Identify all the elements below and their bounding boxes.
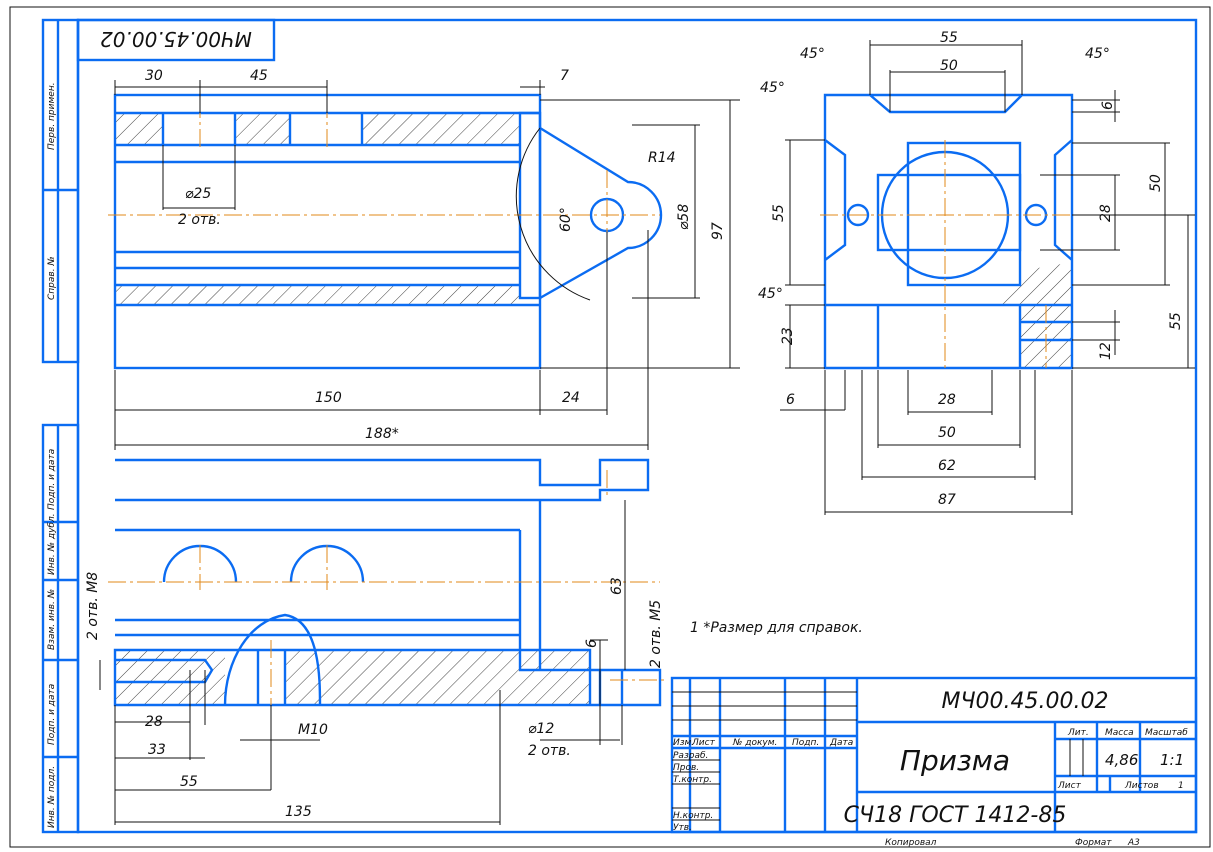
dim-55-top: 55 xyxy=(940,30,958,46)
dim-6: 6 xyxy=(1100,101,1116,110)
lit-label: Лит. xyxy=(1067,728,1089,738)
dim-45deg: 45° xyxy=(758,286,783,302)
mass-label: Масса xyxy=(1105,728,1134,738)
dim-6-bottom: 6 xyxy=(786,392,795,408)
dim-50-bottom: 50 xyxy=(938,425,956,441)
scale-value: 1:1 xyxy=(1160,751,1184,769)
dim-45: 45 xyxy=(250,68,268,84)
dim-28: 28 xyxy=(145,714,163,730)
dim-62: 62 xyxy=(938,458,956,474)
header-izm: Изм. xyxy=(673,738,694,748)
sheets-count: 1 xyxy=(1178,781,1184,791)
row-label: Т.контр. xyxy=(673,775,712,785)
designation: МЧ00.45.00.02 xyxy=(941,689,1108,714)
dim-63: 63 xyxy=(609,577,625,595)
header-list: Лист xyxy=(691,738,716,748)
header-sign: Подп. xyxy=(792,738,819,748)
material: СЧ18 ГОСТ 1412-85 xyxy=(844,803,1067,828)
sheet-label: Лист xyxy=(1057,781,1082,791)
dim-6: 6 xyxy=(584,639,600,648)
dim-m5: 2 отв. М5 xyxy=(648,600,664,668)
row-label: Н.контр. xyxy=(673,811,713,821)
sheet-border xyxy=(9,6,1211,848)
dim-97: 97 xyxy=(710,222,726,240)
dim-r14: R14 xyxy=(648,150,676,166)
plan-view: 2 отв. М8 63 2 отв. М5 6 28 33 55 135 М1… xyxy=(85,458,665,825)
side-label: Подп. и дата xyxy=(47,684,57,745)
side-label: Инв. № подл. xyxy=(47,766,57,828)
dim-55-left: 55 xyxy=(771,204,787,222)
front-view: 30 45 7 ⌀25 2 отв. R14 60° ⌀58 97 150 24… xyxy=(108,68,740,450)
row-label: Разраб. xyxy=(673,751,708,761)
side-label: Инв. № дубл. xyxy=(47,513,57,575)
dim-28-bottom: 28 xyxy=(938,392,956,408)
side-stamps: Перв. примен. Справ. № Подп. и дата Инв.… xyxy=(41,18,80,834)
technical-note: 1 *Размер для справок. xyxy=(690,620,863,636)
dim-holes: 2 отв. xyxy=(178,212,221,228)
part-name: Призма xyxy=(900,744,1010,777)
side-label: Взам. инв. № xyxy=(47,589,57,650)
dim-55: 55 xyxy=(180,774,198,790)
row-label: Утв. xyxy=(673,823,692,833)
format-label: Формат xyxy=(1075,838,1112,848)
dim-holes: 2 отв. xyxy=(528,743,571,759)
dim-24: 24 xyxy=(562,390,580,406)
dim-150: 150 xyxy=(315,390,342,406)
dim-45deg: 45° xyxy=(760,80,785,96)
sheets-label: Листов xyxy=(1124,781,1159,791)
title-block: МЧ00.45.00.02 Призма СЧ18 ГОСТ 1412-85 И… xyxy=(670,676,1198,834)
scale-label: Масштаб xyxy=(1145,728,1188,738)
dim-7: 7 xyxy=(560,68,569,84)
dim-50-top: 50 xyxy=(940,58,958,74)
dim-12: 12 xyxy=(1098,342,1114,360)
row-label: Пров. xyxy=(673,763,699,773)
dim-50-right: 50 xyxy=(1148,174,1164,192)
dim-m10: М10 xyxy=(298,722,328,738)
dim-87: 87 xyxy=(938,492,956,508)
dim-45deg: 45° xyxy=(1085,46,1110,62)
dim-60: 60° xyxy=(558,207,574,232)
format-value: А3 xyxy=(1127,838,1140,848)
copied-label: Копировал xyxy=(885,838,937,848)
dim-188: 188* xyxy=(365,426,399,442)
dim-d12: ⌀12 xyxy=(528,721,554,737)
side-label: Подп. и дата xyxy=(47,449,57,510)
dim-45deg: 45° xyxy=(800,46,825,62)
dim-30: 30 xyxy=(145,68,163,84)
dim-d58: ⌀58 xyxy=(676,204,692,230)
dim-23: 23 xyxy=(780,327,796,345)
dim-55-right: 55 xyxy=(1168,312,1184,330)
top-stamp-text: МЧ00.45.00.02 xyxy=(100,27,252,51)
dim-33: 33 xyxy=(148,742,166,758)
dim-m8: 2 отв. М8 xyxy=(85,572,101,640)
header-date: Дата xyxy=(829,738,853,748)
dim-d25: ⌀25 xyxy=(185,186,211,202)
side-label: Справ. № xyxy=(47,256,57,300)
dim-28-right: 28 xyxy=(1098,204,1114,222)
side-view: 55 50 45° 45° 45° 45° 6 55 50 28 55 23 1… xyxy=(758,30,1195,515)
side-label: Перв. примен. xyxy=(47,82,57,150)
header-doc: № докум. xyxy=(732,738,777,748)
mass-value: 4,86 xyxy=(1105,751,1138,769)
dim-135: 135 xyxy=(285,804,312,820)
